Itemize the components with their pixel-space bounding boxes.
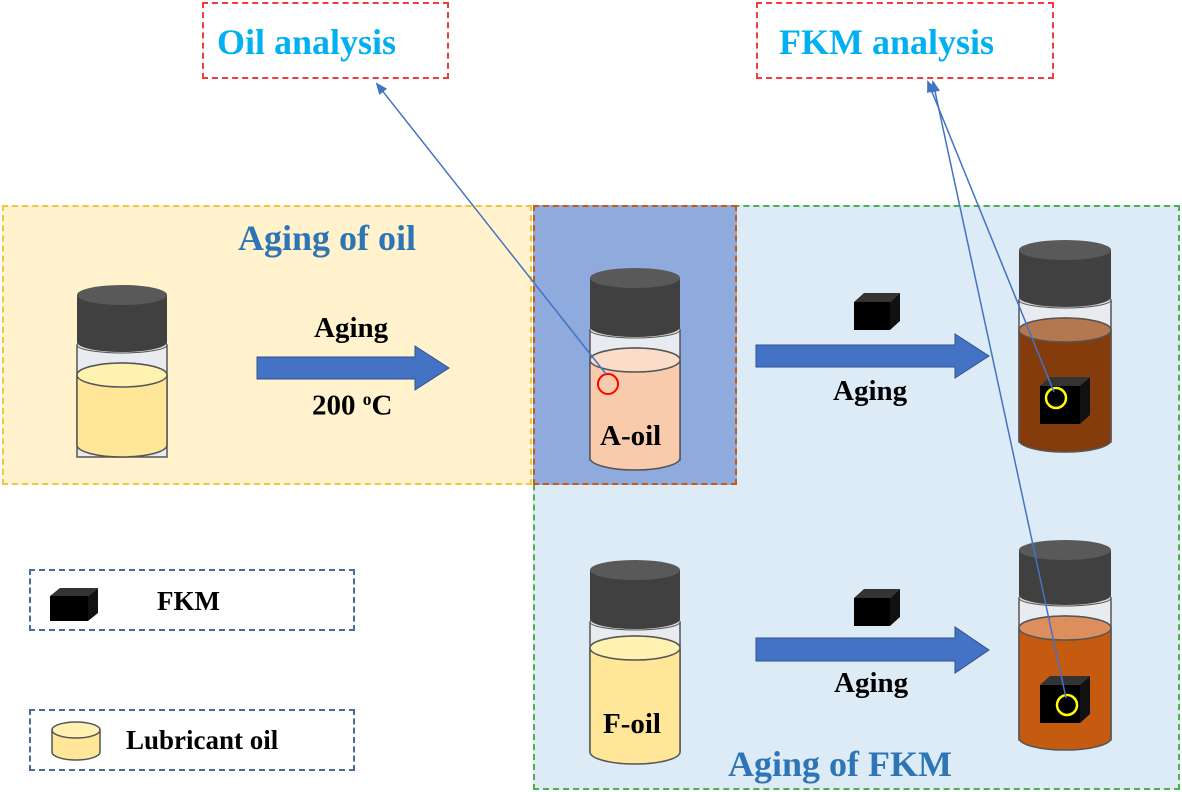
fkm-cube-icon bbox=[1040, 676, 1090, 723]
process-arrow-icon bbox=[256, 345, 450, 391]
fresh-oil-vial-icon bbox=[76, 285, 168, 458]
pointer-line-oil-analysis bbox=[375, 82, 607, 375]
pointer-line-fkm-analysis bbox=[927, 80, 1055, 393]
aging-step-3-label: Aging bbox=[834, 667, 909, 699]
fkm-sample-marker-icon bbox=[1044, 386, 1068, 410]
aging-of-oil-title: Aging of oil bbox=[238, 218, 417, 258]
fkm-analysis-box bbox=[756, 2, 1054, 79]
process-arrow-icon bbox=[755, 333, 990, 379]
temperature-unit: C bbox=[371, 389, 393, 422]
f-oil-vial-icon bbox=[589, 560, 681, 765]
a-oil-vial-icon bbox=[589, 268, 681, 471]
fkm-sample-marker-icon bbox=[1055, 693, 1079, 717]
temperature-value: 200 bbox=[312, 389, 356, 422]
legend-fkm-box bbox=[29, 569, 355, 631]
oil-sample-marker-icon bbox=[597, 373, 619, 395]
fkm-cube-icon bbox=[854, 293, 900, 330]
fkm-cube-icon bbox=[854, 589, 900, 626]
temperature-superscript: o bbox=[362, 389, 372, 409]
legend-lubricant-oil-box bbox=[29, 709, 355, 771]
temperature-label: 200 oC bbox=[312, 389, 393, 422]
oil-analysis-label: Oil analysis bbox=[217, 22, 397, 62]
fkm-cube-icon bbox=[1040, 377, 1090, 424]
process-arrow-icon bbox=[755, 626, 990, 674]
legend-oil-disc-icon bbox=[51, 721, 101, 761]
legend-fkm-label: FKM bbox=[157, 586, 220, 616]
legend-fkm-cube-icon bbox=[50, 588, 98, 621]
aging-of-fkm-title: Aging of FKM bbox=[728, 744, 952, 784]
aged-a-oil-fkm-vial-icon bbox=[1018, 240, 1112, 453]
aged-f-oil-fkm-vial-icon bbox=[1018, 540, 1112, 751]
a-oil-label: A-oil bbox=[600, 420, 662, 452]
legend-lubricant-oil-label: Lubricant oil bbox=[126, 725, 279, 755]
aging-step-2-label: Aging bbox=[833, 375, 908, 407]
pointer-line-fkm-analysis bbox=[930, 80, 1067, 699]
aging-step-1-label: Aging bbox=[314, 312, 389, 344]
f-oil-label: F-oil bbox=[603, 708, 661, 740]
fkm-analysis-label: FKM analysis bbox=[779, 22, 995, 62]
oil-analysis-box bbox=[202, 2, 449, 79]
